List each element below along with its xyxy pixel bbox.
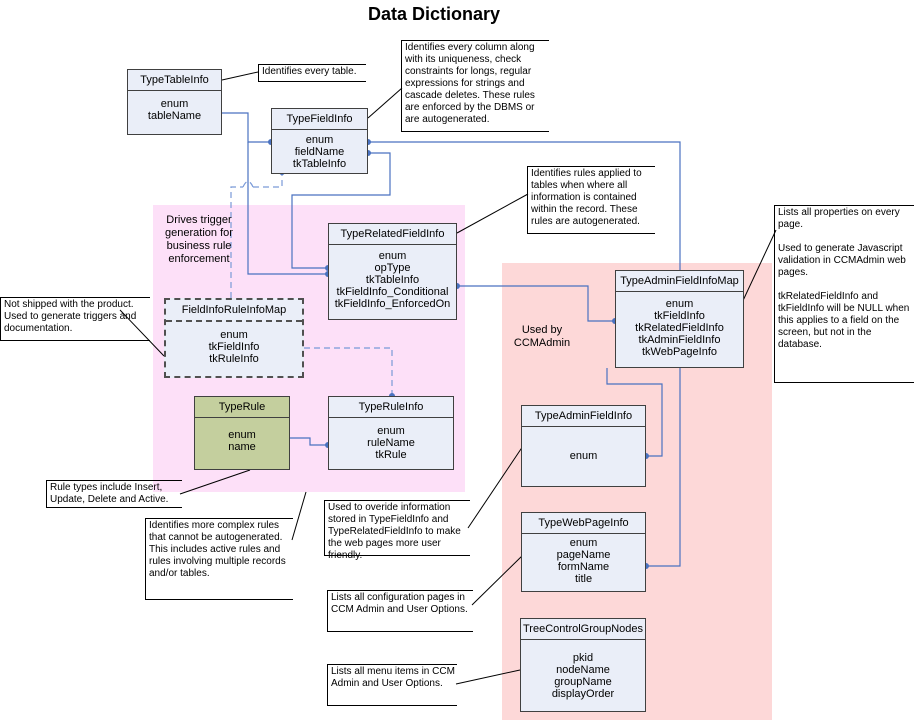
entity-field: enum <box>569 450 598 462</box>
entity-name: TypeTableInfo <box>128 70 221 91</box>
entity-field: opType <box>374 262 411 274</box>
leader-configpages <box>471 554 524 606</box>
note-complexrules: Identifies more complex rules that canno… <box>145 518 293 600</box>
entity-typeadminfieldinfomap[interactable]: TypeAdminFieldInfoMap enum tkFieldInfo t… <box>615 270 744 368</box>
leader-complexrules <box>291 491 307 541</box>
entity-field: ruleName <box>367 437 415 449</box>
entity-field: tkFieldInfo <box>208 341 260 353</box>
entity-name: TypeRule <box>195 397 289 418</box>
leader-properties <box>739 229 777 308</box>
entity-typerelatedfieldinfo[interactable]: TypeRelatedFieldInfo enum opType tkTable… <box>328 223 457 320</box>
entity-field: tkTableInfo <box>292 158 347 170</box>
entity-typetableinfo[interactable]: TypeTableInfo enum tableName <box>127 69 222 135</box>
connector-related-adminmap <box>457 285 615 322</box>
note-notshipped: Not shipped with the product. Used to ge… <box>0 297 150 341</box>
note-configpages: Lists all configuration pages in CCM Adm… <box>327 590 473 632</box>
entity-field: pageName <box>556 549 611 561</box>
entity-typefieldinfo[interactable]: TypeFieldInfo enum fieldName tkTableInfo <box>271 108 368 174</box>
connector-adminmap-adminfield <box>606 368 663 457</box>
trigger-region-label: Drives trigger generation for business r… <box>165 214 233 265</box>
entity-name: TypeAdminFieldInfo <box>522 406 645 427</box>
leader-ruletypes <box>179 469 251 495</box>
entity-field: enum <box>378 250 407 262</box>
leader-fieldinfo <box>367 87 403 119</box>
leader-relatedfield <box>456 193 529 234</box>
entity-field: tkFieldInfo <box>654 310 705 322</box>
connector-adminmap-webpage <box>646 368 681 567</box>
entity-field: enum <box>220 329 248 341</box>
entity-fieldinforuleinfomap[interactable]: FieldInfoRuleInfoMap enum tkFieldInfo tk… <box>164 298 304 378</box>
entity-name: TypeRelatedFieldInfo <box>329 224 456 245</box>
note-menuitems: Lists all menu items in CCM Admin and Us… <box>327 664 457 706</box>
entity-name: TypeAdminFieldInfoMap <box>616 271 743 292</box>
entity-name: TypeFieldInfo <box>272 109 367 130</box>
entity-field: enum <box>160 98 189 110</box>
entity-name: TypeRuleInfo <box>329 397 453 418</box>
connector-ruleinfomap-ruleinfo <box>304 347 393 396</box>
entity-name: TreeControlGroupNodes <box>521 619 645 640</box>
entity-field: tkFieldInfo_Conditional <box>336 286 449 298</box>
note-fieldinfo: Identifies every column along with its u… <box>401 40 549 132</box>
entity-typeruleinfo[interactable]: TypeRuleInfo enum ruleName tkRule <box>328 396 454 470</box>
entity-field: tkAdminFieldInfo <box>638 334 721 346</box>
entity-field: fieldName <box>294 146 345 158</box>
entity-treecontrolgroupnodes[interactable]: TreeControlGroupNodes pkid nodeName grou… <box>520 618 646 712</box>
connector-field-related <box>291 152 391 269</box>
entity-field: enum <box>665 298 694 310</box>
connector-table-related <box>247 142 328 275</box>
leader-tableinfo <box>221 71 259 81</box>
entity-name: TypeWebPageInfo <box>522 513 645 534</box>
entity-field: enum <box>569 537 598 549</box>
entity-field: enum <box>377 425 405 437</box>
page-title: Data Dictionary <box>367 4 501 24</box>
leader-menuitems <box>455 669 521 685</box>
entity-field: nodeName <box>556 664 610 676</box>
entity-typerule[interactable]: TypeRule enum name <box>194 396 290 470</box>
connector-ruleinfomap-field <box>230 186 243 298</box>
entity-field: formName <box>557 561 610 573</box>
entity-field: tkRule <box>375 449 407 461</box>
leader-notshipped <box>119 309 165 357</box>
entity-field: displayOrder <box>551 688 615 700</box>
entity-field: tableName <box>147 110 202 122</box>
connector-field-adminmap <box>368 141 681 270</box>
entity-field: tkTableInfo <box>365 274 420 286</box>
entity-typewebpageinfo[interactable]: TypeWebPageInfo enum pageName formName t… <box>521 512 646 592</box>
entity-field: tkWebPageInfo <box>641 346 717 358</box>
entity-typeadminfieldinfo[interactable]: TypeAdminFieldInfo enum <box>521 405 646 487</box>
connector-rule-ruleinfo <box>290 437 328 446</box>
entity-name: FieldInfoRuleInfoMap <box>166 300 302 322</box>
note-properties: Lists all properties on every page. Used… <box>774 205 914 383</box>
entity-field: groupName <box>554 676 612 688</box>
entity-field: tkRelatedFieldInfo <box>635 322 724 334</box>
ccmadmin-region-label: Used by CCMAdmin <box>513 324 571 349</box>
entity-field: enum <box>228 429 256 441</box>
entity-field: name <box>228 441 256 453</box>
note-relatedfield: Identifies rules applied to tables when … <box>527 166 655 234</box>
entity-field: tkRuleInfo <box>209 353 259 365</box>
entity-field: title <box>574 573 593 585</box>
entity-field: pkid <box>572 652 594 664</box>
note-override: Used to overide information stored in Ty… <box>324 500 470 561</box>
connector-table-field <box>222 112 271 143</box>
note-ruletypes: Rule types include Insert, Update, Delet… <box>46 480 182 508</box>
leader-override <box>467 445 524 529</box>
entity-field: enum <box>305 134 334 146</box>
entity-field: tkFieldInfo_EnforcedOn <box>334 298 451 310</box>
note-tableinfo: Identifies every table. <box>258 64 366 82</box>
